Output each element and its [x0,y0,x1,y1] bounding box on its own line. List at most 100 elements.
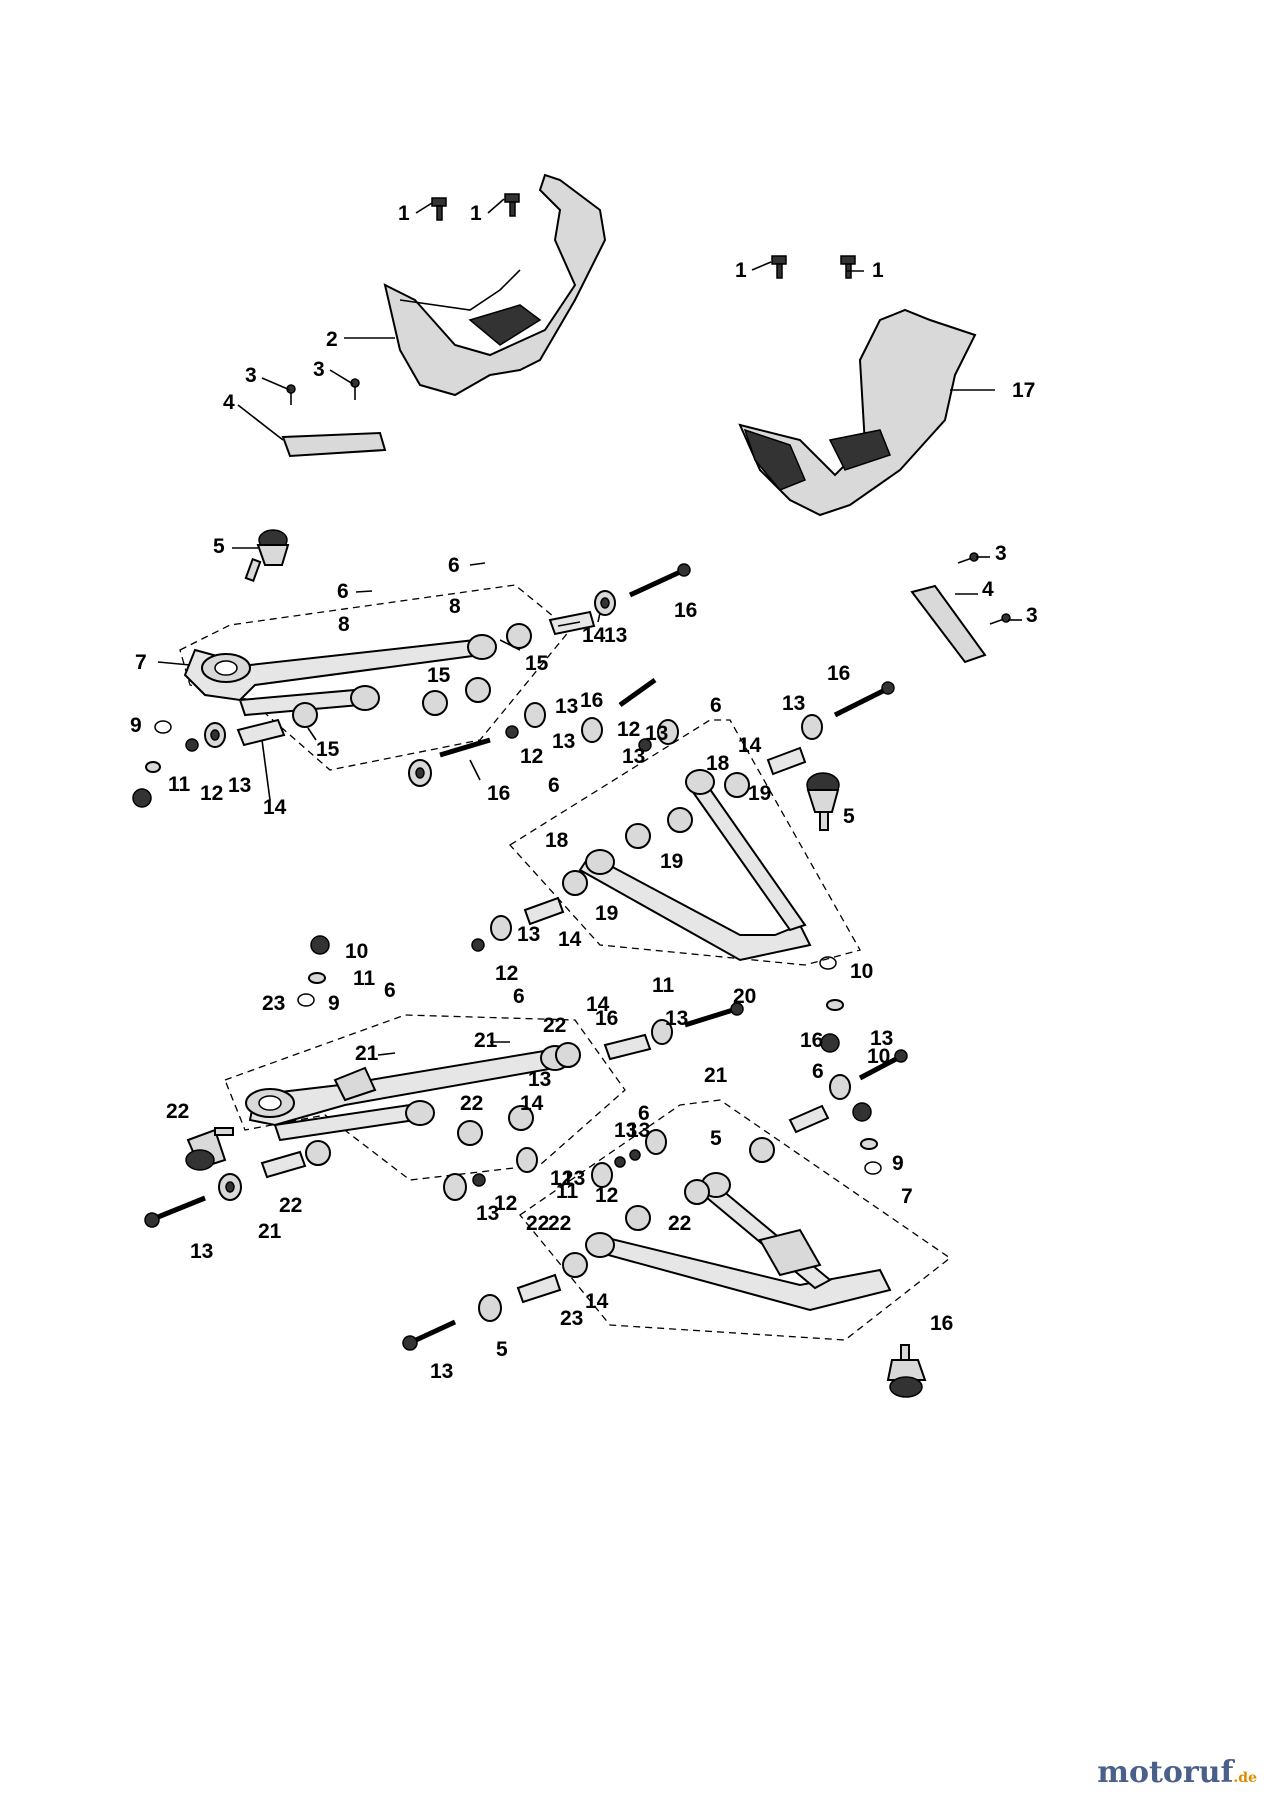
part-number-label: 5 [843,805,855,828]
part-number-label: 6 [384,979,396,1002]
washer-icon [524,702,546,728]
bushing-icon [508,1105,534,1131]
part-number-label: 9 [328,992,340,1015]
part-number-label: 13 [562,1167,585,1190]
part-number-label: 5 [213,535,225,558]
part-number-label: 13 [430,1360,453,1383]
part-number-label: 1 [872,259,884,282]
part-number-label: 22 [279,1194,302,1217]
washer-icon [826,999,844,1011]
nut-icon [505,725,519,739]
washer-icon [645,1129,667,1155]
sleeve-icon [788,1104,830,1134]
nut-icon [472,1173,486,1187]
lower-a-arm-front [245,1045,570,1142]
washer-icon [651,1019,673,1045]
bushing-icon [625,1205,651,1231]
part-number-label: 19 [748,782,771,805]
washer-icon [204,722,226,748]
bolt-icon [504,193,520,217]
leader-line [157,661,191,666]
bracket-plate [910,584,987,664]
part-number-label: 14 [263,796,287,819]
washer-icon [591,1162,613,1188]
washer-icon [581,717,603,743]
nut-icon [185,738,199,752]
part-number-label: 13 [476,1202,499,1225]
part-number-label: 18 [706,752,730,775]
part-number-label: 14 [558,928,582,951]
part-number-label: 13 [228,774,251,797]
leader-line [355,590,373,593]
bolt-long-icon [833,681,895,718]
washer-icon [478,1294,502,1322]
nut-icon [132,788,152,808]
part-number-label: 21 [704,1064,728,1087]
part-number-label: 22 [548,1212,571,1235]
part-number-label: 6 [337,580,349,603]
nut-icon [820,1033,840,1053]
part-number-label: 13 [517,923,540,946]
nut-icon [638,738,652,752]
part-number-label: 9 [892,1152,904,1175]
washer-icon [516,1147,538,1173]
part-number-label: 20 [733,985,756,1008]
washer-icon [594,590,616,616]
part-number-label: 3 [995,542,1007,565]
washer-icon [801,714,823,740]
clip-icon [154,720,172,734]
bushing-icon [506,623,532,649]
washer-icon [145,761,161,773]
part-number-label: 10 [850,960,873,983]
washer-icon [829,1074,851,1100]
part-number-label: 12 [595,1184,618,1207]
part-number-label: 14 [738,734,762,757]
part-number-label: 2 [326,328,338,351]
part-number-label: 5 [496,1338,508,1361]
clip-icon [297,993,315,1007]
part-number-label: 14 [520,1092,544,1115]
leader-line [415,202,433,214]
washer-icon [308,972,326,984]
rear-upper-arm-outline [508,719,861,966]
bushing-icon [292,702,318,728]
part-number-label: 17 [1012,379,1035,402]
part-number-label: 8 [449,595,461,618]
sleeve-icon [236,718,286,747]
part-number-label: 6 [448,554,460,577]
part-number-label: 14 [586,993,610,1016]
ball-joint-icon [806,772,840,831]
leader-line [237,404,284,441]
part-number-label: 11 [168,773,191,796]
bushing-icon [562,870,588,896]
sleeve-icon [523,896,565,926]
bushing-icon [465,677,491,703]
rear-lower-a-arm [585,1172,892,1312]
leader-line [751,261,772,271]
sleeve-icon [260,1150,307,1179]
part-number-label: 22 [526,1212,549,1235]
part-number-label: 13 [614,1119,637,1142]
bolt-long-icon [439,737,491,758]
sleeve-icon [766,746,807,776]
watermark-logo: motoruf.de [1097,1755,1257,1790]
part-number-label: 4 [223,391,235,414]
washer-icon [408,759,432,787]
part-number-label: 13 [665,1007,688,1030]
bolt-long-icon [402,1319,457,1351]
part-number-label: 18 [545,829,569,852]
bushing-icon [422,690,448,716]
part-number-label: 16 [580,689,603,712]
part-number-label: 3 [313,358,325,381]
part-number-label: 7 [135,651,147,674]
nut-icon [471,938,485,952]
part-number-label: 11 [556,1180,579,1203]
part-number-label: 13 [552,730,575,753]
part-number-label: 6 [710,694,722,717]
clip-icon [864,1161,882,1175]
part-number-label: 15 [316,738,340,761]
part-number-label: 11 [353,967,376,990]
part-number-label: 6 [513,985,525,1008]
